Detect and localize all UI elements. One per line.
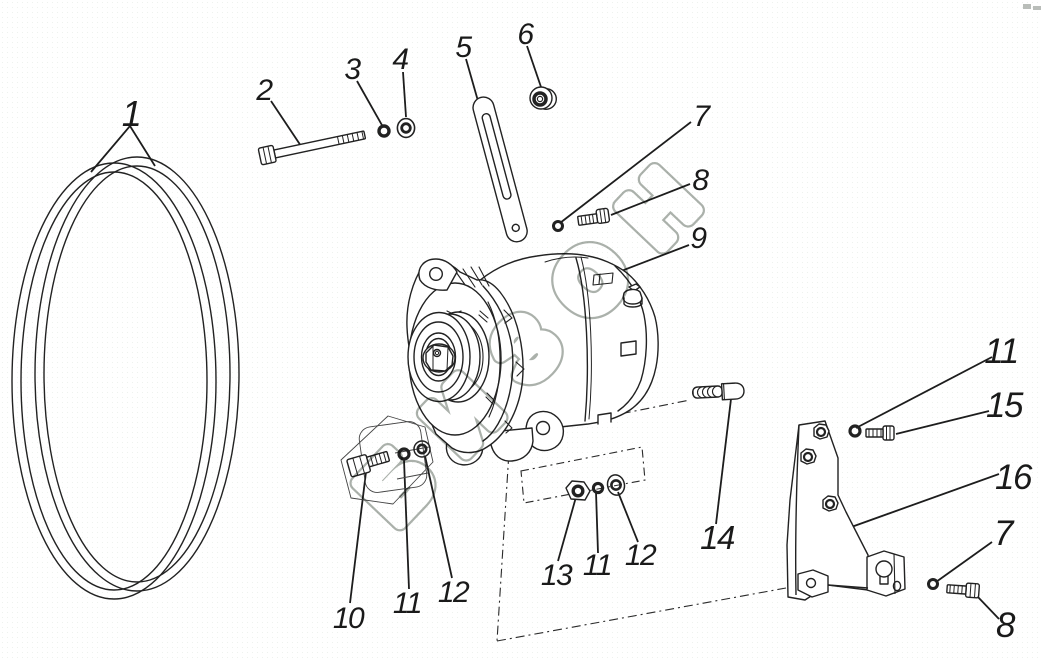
svg-text:2: 2	[255, 74, 273, 107]
svg-text:10: 10	[333, 602, 365, 635]
svg-text:12: 12	[438, 576, 470, 609]
svg-text:11: 11	[984, 332, 1017, 371]
svg-text:4: 4	[392, 43, 408, 76]
svg-text:11: 11	[393, 587, 421, 620]
svg-text:16: 16	[995, 458, 1033, 497]
svg-text:8: 8	[996, 606, 1016, 645]
svg-text:9: 9	[690, 222, 707, 255]
svg-text:6: 6	[517, 18, 534, 51]
svg-text:БИЗОН: БИЗОН	[341, 128, 738, 540]
svg-text:1: 1	[122, 93, 141, 134]
svg-text:7: 7	[693, 100, 711, 133]
svg-text:3: 3	[344, 53, 361, 86]
svg-text:8: 8	[692, 164, 709, 197]
svg-text:13: 13	[541, 559, 573, 592]
svg-text:15: 15	[986, 386, 1024, 425]
svg-text:14: 14	[700, 519, 735, 556]
svg-text:5: 5	[455, 31, 472, 64]
svg-text:11: 11	[583, 549, 611, 582]
svg-text:7: 7	[994, 514, 1015, 553]
svg-text:12: 12	[625, 539, 657, 572]
